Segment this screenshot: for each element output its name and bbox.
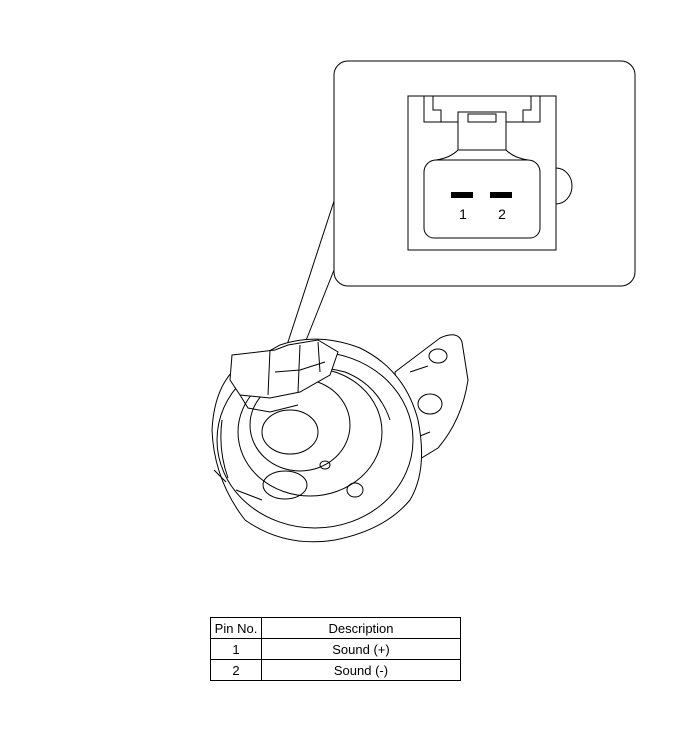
connector-face	[407, 95, 573, 251]
table-header-row: Pin No. Description	[210, 617, 461, 639]
header-pin-no: Pin No.	[210, 617, 262, 639]
horn-connector-diagram: 1 2	[211, 60, 636, 543]
table-row: 1 Sound (+)	[210, 638, 461, 660]
pin-description-table: Pin No. Description 1 Sound (+) 2 Sound …	[210, 617, 461, 681]
pin-2-label: 2	[498, 206, 506, 222]
pin-number-cell: 1	[210, 638, 262, 660]
pin-terminals	[451, 192, 512, 198]
pin-2-terminal	[490, 192, 512, 198]
callout-leader-lines	[286, 194, 337, 346]
horn-illustration	[211, 334, 469, 543]
pin-1-label: 1	[459, 206, 467, 222]
header-description: Description	[261, 617, 461, 639]
pin-description-cell: Sound (-)	[261, 659, 461, 681]
table-row: 2 Sound (-)	[210, 659, 461, 681]
pin-description-table-wrapper: Pin No. Description 1 Sound (+) 2 Sound …	[210, 617, 461, 681]
pin-number-cell: 2	[210, 659, 262, 681]
pin-description-cell: Sound (+)	[261, 638, 461, 660]
pin-1-terminal	[451, 192, 473, 198]
